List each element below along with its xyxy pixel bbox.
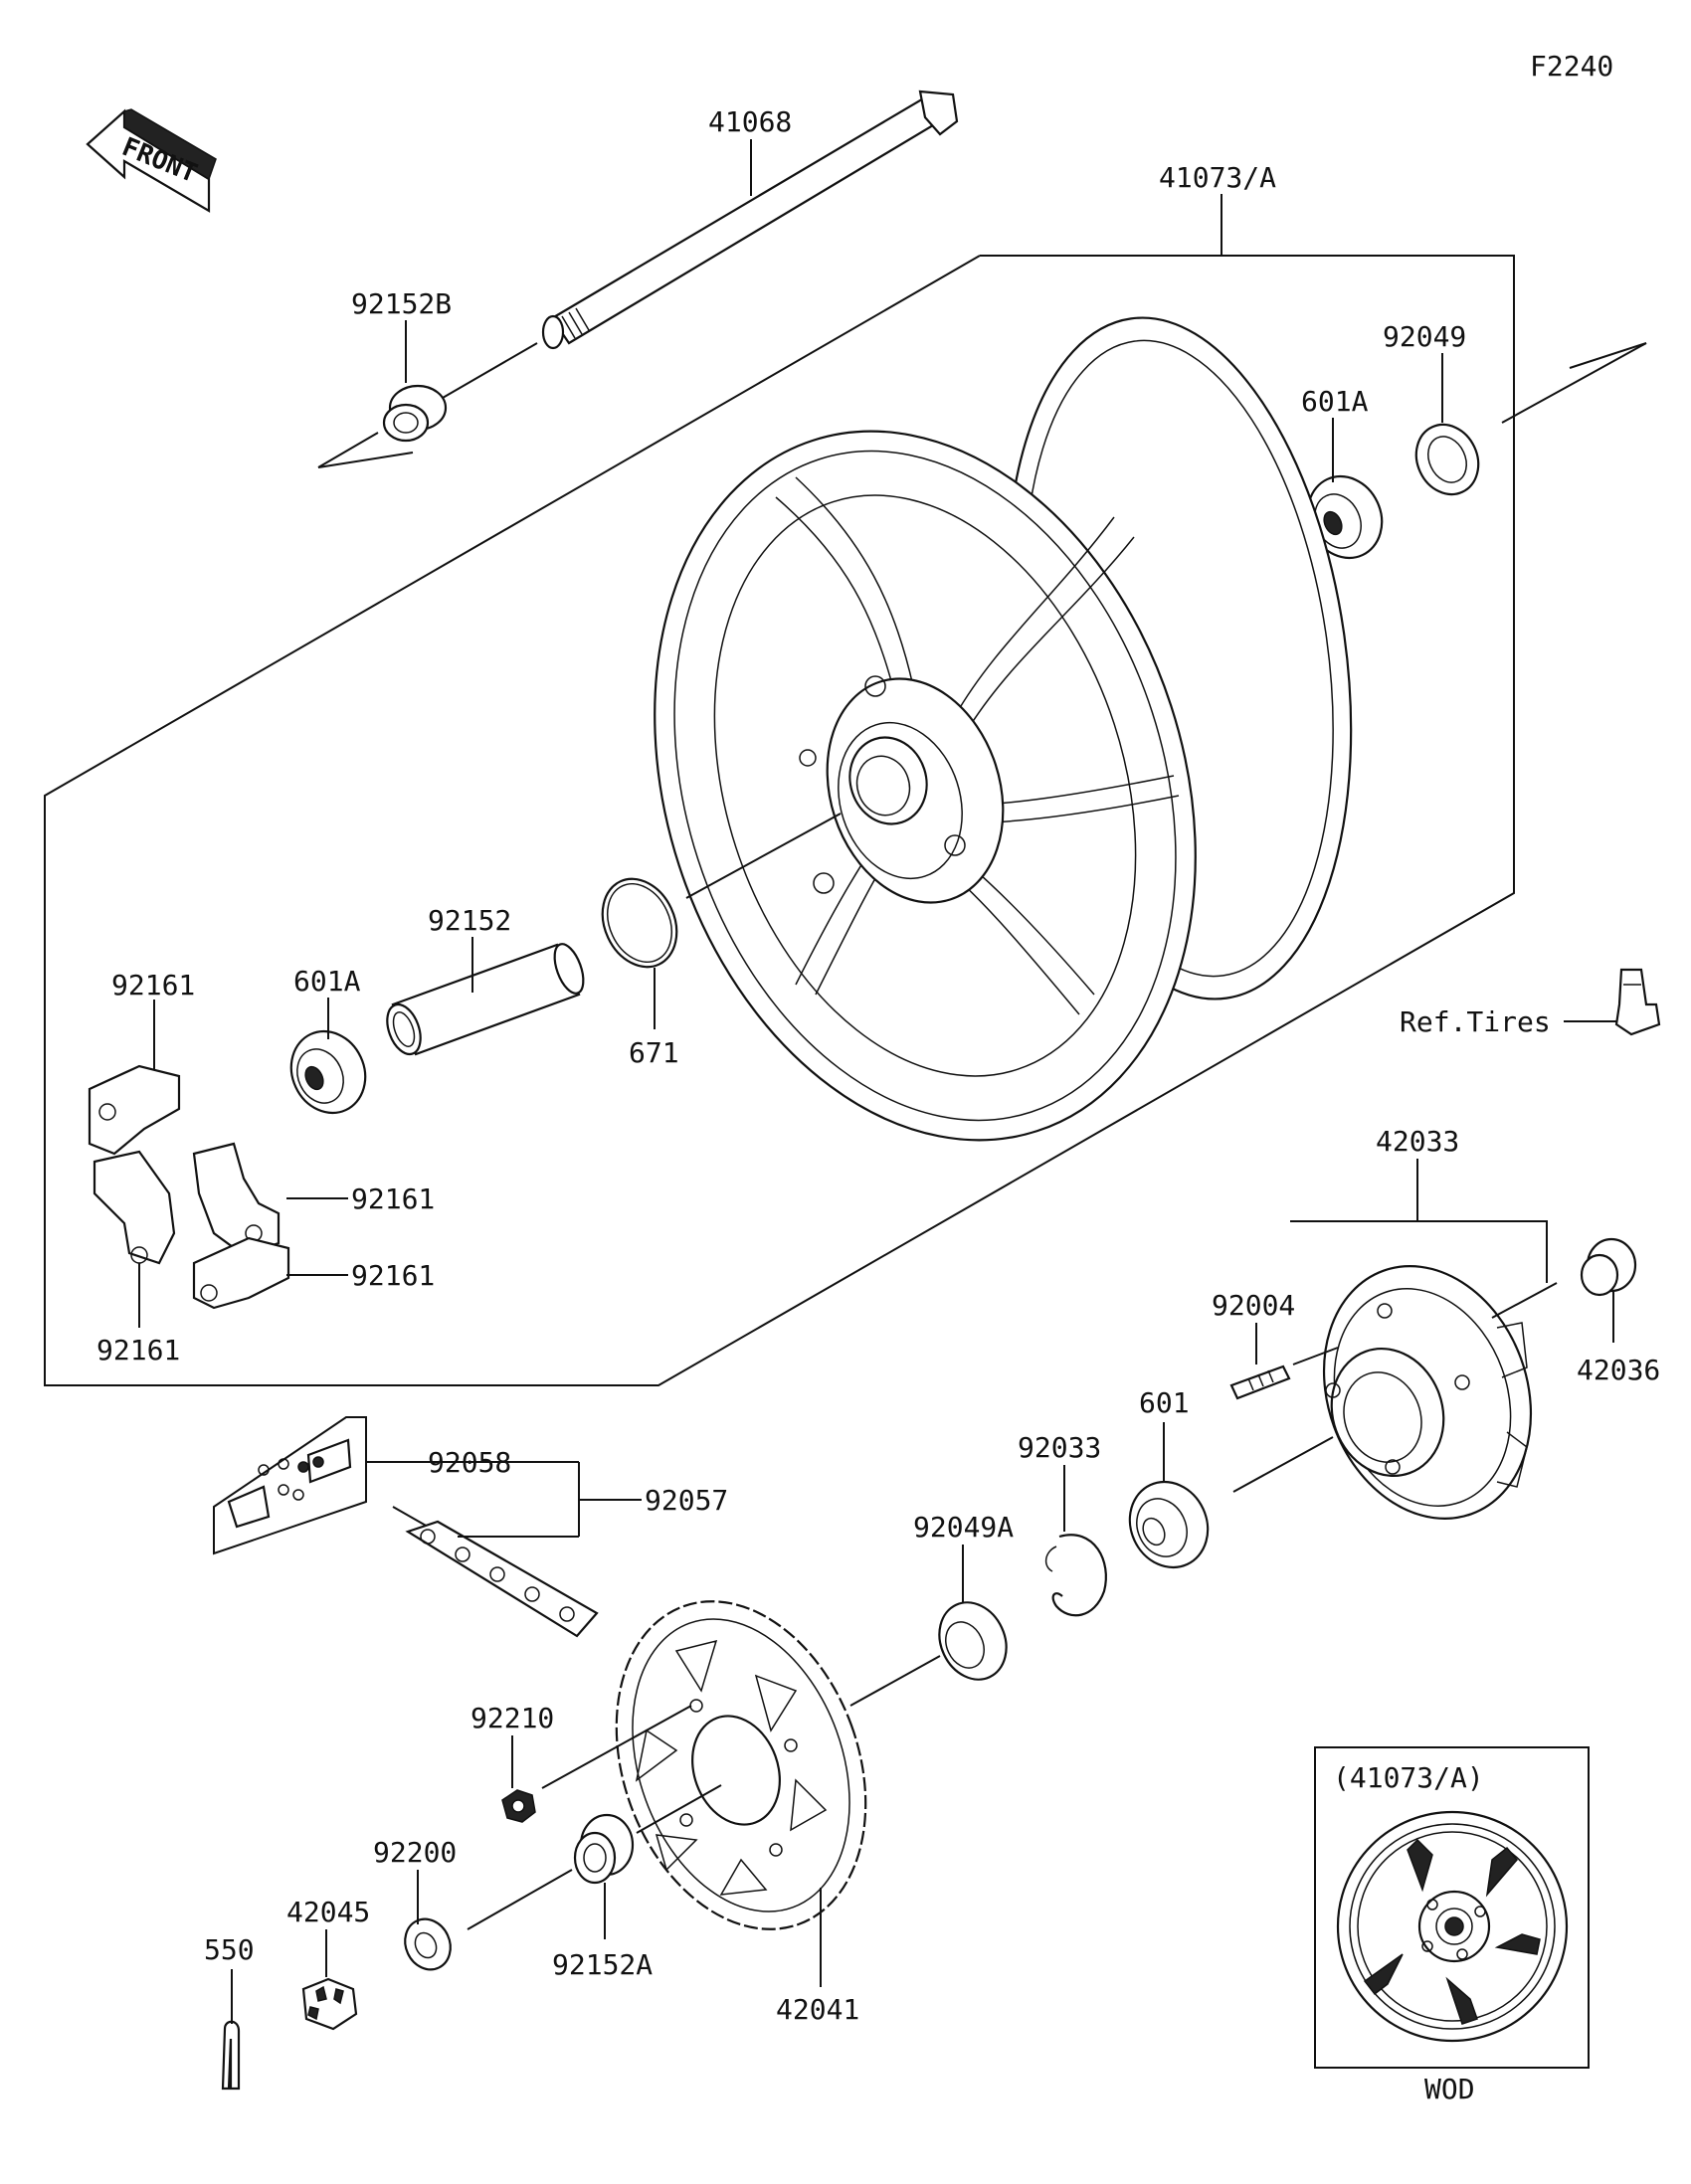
bearing-601a xyxy=(289,1029,367,1115)
label-92004: 92004 xyxy=(1212,1289,1295,1322)
label-601a: 601A xyxy=(293,965,361,998)
ref-tires-label: Ref.Tires xyxy=(1400,1005,1551,1038)
label-42045: 42045 xyxy=(286,1896,370,1928)
nut-92210 xyxy=(501,1789,536,1823)
label-92161-d: 92161 xyxy=(96,1334,180,1366)
label-42036: 42036 xyxy=(1577,1354,1660,1386)
label-92210: 92210 xyxy=(470,1702,554,1734)
label-550: 550 xyxy=(204,1933,255,1966)
bearing-601 xyxy=(1128,1480,1210,1569)
label-92200: 92200 xyxy=(373,1836,457,1869)
seal-92049 xyxy=(1414,423,1480,496)
wheel-group-outline xyxy=(44,255,1515,1386)
inset-title: (41073/A) xyxy=(1333,1761,1484,1794)
label-601a-top: 601A xyxy=(1301,385,1369,418)
label-92049a: 92049A xyxy=(913,1511,1014,1544)
axle-41068 xyxy=(541,90,959,350)
label-92049: 92049 xyxy=(1383,320,1466,353)
sprocket-42041 xyxy=(615,1600,867,1930)
seal-92049a xyxy=(938,1601,1008,1681)
label-41073a: 41073/A xyxy=(1159,161,1276,194)
label-42041: 42041 xyxy=(776,1993,859,2026)
label-92161-a: 92161 xyxy=(111,969,195,1001)
label-92058: 92058 xyxy=(428,1446,511,1479)
circlip-92033 xyxy=(1044,1534,1107,1617)
stud-92004 xyxy=(1229,1365,1291,1400)
collar-92152b xyxy=(382,384,448,443)
chain-92057 xyxy=(392,1506,599,1638)
hub-group-outline xyxy=(1290,1220,1548,1283)
collar-42036 xyxy=(1580,1237,1637,1297)
label-601: 601 xyxy=(1139,1386,1190,1419)
washer-92200 xyxy=(404,1917,452,1971)
label-41068: 41068 xyxy=(708,105,792,138)
bearing-601a-top xyxy=(1306,474,1384,560)
label-671: 671 xyxy=(629,1036,679,1069)
label-92152b: 92152B xyxy=(351,287,452,320)
chain-joint-92058 xyxy=(227,1438,352,1529)
cotter-pin-550 xyxy=(221,2020,241,2091)
valve-stem-icon xyxy=(1614,968,1661,1036)
label-92161-c: 92161 xyxy=(351,1259,435,1292)
collar-92152 xyxy=(386,943,585,1056)
oring-671 xyxy=(601,877,678,969)
rear-wheel-rim xyxy=(654,316,1353,1142)
coupling-hub-42033 xyxy=(1322,1265,1533,1520)
chain-joint-box xyxy=(213,1416,367,1555)
inset-wod: (41073/A) WOD xyxy=(1314,1746,1590,2105)
label-92161-b: 92161 xyxy=(351,1183,435,1215)
label-92033: 92033 xyxy=(1018,1431,1101,1464)
label-92152a: 92152A xyxy=(552,1948,653,1981)
damper-92161-group xyxy=(88,1064,290,1310)
front-arrow-icon: FRONT xyxy=(86,108,217,213)
figure-code: F2240 xyxy=(1530,50,1613,83)
label-92152: 92152 xyxy=(428,904,511,937)
collar-92152a xyxy=(573,1813,635,1885)
inset-caption: WOD xyxy=(1424,2073,1475,2105)
label-92057: 92057 xyxy=(645,1484,728,1517)
label-42033: 42033 xyxy=(1376,1125,1459,1158)
castle-nut-42045 xyxy=(301,1977,358,2031)
